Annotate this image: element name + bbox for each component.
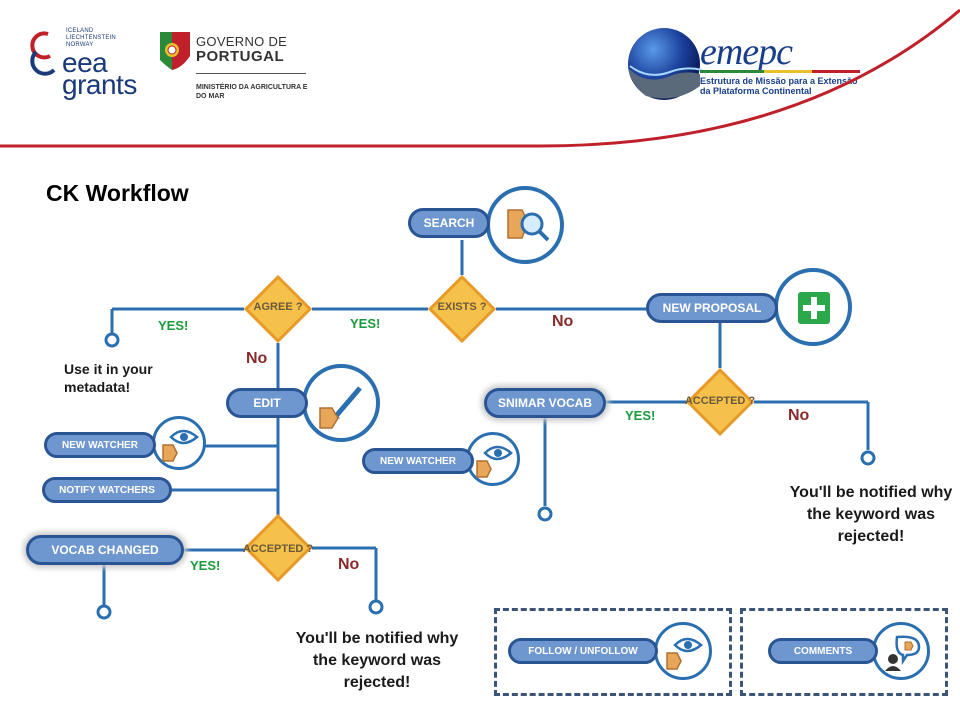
search-button[interactable]: SEARCH [408, 208, 490, 238]
gov-line1: GOVERNO DE [196, 34, 288, 49]
vocab-changed-button[interactable]: VOCAB CHANGED [26, 535, 184, 565]
emepc-divider [700, 70, 860, 73]
emepc-globe-icon [628, 28, 703, 100]
emepc-title: emepc [700, 31, 793, 73]
yes-label: YES! [158, 318, 189, 333]
exists-decision[interactable] [428, 275, 496, 343]
new-proposal-button[interactable]: NEW PROPOSAL [646, 293, 778, 323]
accepted-decision-right[interactable] [686, 368, 754, 436]
gov-divider [196, 73, 306, 74]
no-label: No [246, 350, 268, 367]
add-icon-circle[interactable] [774, 268, 852, 346]
eea-brand-line: grants [62, 69, 137, 100]
eea-brand-line: eea [62, 47, 108, 78]
yes-label: YES! [350, 316, 381, 331]
search-icon-circle[interactable] [486, 186, 564, 264]
rejected-note-bottom: You'll be notified why the keyword was r… [295, 630, 459, 691]
new-watcher-button-left[interactable]: NEW WATCHER [44, 432, 156, 458]
watch-icon-circle[interactable] [654, 622, 712, 680]
accepted-label-right: ACCEPTED ? [684, 395, 756, 407]
no-label: No [788, 407, 810, 424]
use-it-note: Use it in your metadata! [64, 361, 153, 395]
comments-button[interactable]: COMMENTS [768, 638, 878, 664]
eea-brand: eea grants [62, 47, 137, 100]
comment-user-icon [885, 635, 921, 671]
eea-grants-logo-icon [30, 31, 56, 76]
yes-label: YES! [625, 408, 656, 423]
rejected-note-right: You'll be notified why the keyword was r… [789, 484, 953, 545]
portugal-flag-icon [160, 32, 190, 70]
follow-unfollow-button[interactable]: FOLLOW / UNFOLLOW [508, 638, 658, 664]
exists-label: EXISTS ? [437, 301, 487, 313]
comment-icon-circle[interactable] [872, 622, 930, 680]
legend-comments-box [740, 608, 948, 696]
yes-label: YES! [190, 558, 221, 573]
watch-icon-circle[interactable] [152, 416, 206, 470]
agree-decision[interactable] [244, 275, 312, 343]
watch-icon-circle[interactable] [466, 432, 520, 486]
new-watcher-button-mid[interactable]: NEW WATCHER [362, 448, 474, 474]
eea-country: LIECHTENSTEIN [66, 35, 116, 41]
legend-follow-box [494, 608, 732, 696]
edit-icon-circle[interactable] [302, 364, 380, 442]
eye-tag-icon [666, 637, 703, 670]
edit-button[interactable]: EDIT [226, 388, 308, 418]
eye-tag-icon [162, 429, 199, 462]
emepc-subtitle: Estrutura de Missão para a Extensão da P… [700, 76, 858, 96]
no-label: No [552, 313, 574, 330]
agree-label: AGREE ? [253, 301, 303, 313]
eea-country: ICELAND [66, 28, 94, 34]
header-swoosh [0, 8, 960, 148]
accepted-label-bottom: ACCEPTED ? [242, 543, 314, 555]
gov-ministry: MINISTÉRIO DA AGRICULTURA E DO MAR [196, 84, 308, 100]
edit-tag-icon [319, 386, 362, 429]
accepted-decision-bottom[interactable] [244, 514, 312, 582]
plus-icon [798, 292, 830, 324]
header: ICELAND LIECHTENSTEIN NORWAY eea grants … [0, 0, 960, 150]
notify-watchers-button[interactable]: NOTIFY WATCHERS [42, 477, 172, 503]
gov-line2: PORTUGAL [196, 48, 285, 65]
eea-countries: ICELAND LIECHTENSTEIN NORWAY [66, 28, 116, 49]
search-tag-icon [507, 209, 550, 242]
eye-tag-icon [476, 445, 513, 478]
no-label: No [338, 556, 360, 573]
page-title: CK Workflow [46, 180, 189, 206]
eea-country: NORWAY [66, 42, 94, 48]
snimar-vocab-button[interactable]: SNIMAR VOCAB [484, 388, 606, 418]
